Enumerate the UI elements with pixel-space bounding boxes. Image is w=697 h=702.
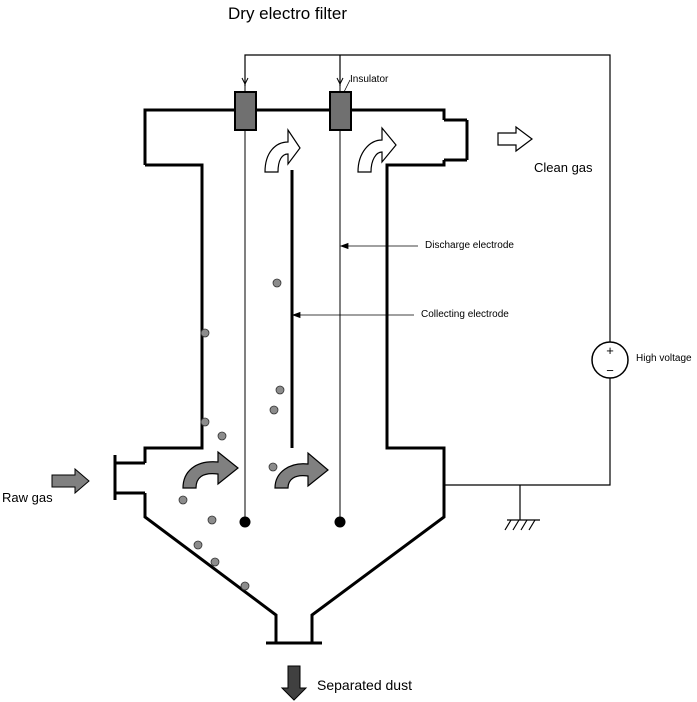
raw-gas-flow-arrow-icon [182, 450, 329, 489]
dust-particle [193, 540, 203, 550]
ground-wire [444, 378, 611, 486]
dust-particle [207, 515, 217, 525]
dust-particle [272, 278, 282, 288]
clean-gas-outlet-arrow-icon [497, 125, 533, 153]
high-voltage-source-icon: + − [591, 341, 629, 379]
supply-wire [244, 54, 611, 342]
insulator-left [234, 91, 257, 131]
raw-gas-inlet-arrow-icon [51, 467, 90, 495]
dust-particle [178, 495, 188, 505]
dust-particle [269, 405, 279, 415]
dust-particle [200, 328, 210, 338]
separated-dust-arrow-icon [280, 665, 308, 701]
separated-dust-label: Separated dust [317, 677, 412, 693]
discharge-electrode-label: Discharge electrode [425, 240, 514, 251]
dust-particles [178, 278, 285, 591]
dust-particle [200, 417, 210, 427]
insulator-label: Insulator [350, 74, 389, 85]
collecting-electrode-label: Collecting electrode [421, 309, 509, 320]
high-voltage-label: High voltage [636, 353, 692, 364]
electrode-weight [334, 516, 346, 528]
insulator-right [329, 91, 352, 131]
dust-particle [217, 431, 227, 441]
clean-gas-flow-arrow-icon [264, 126, 397, 173]
positive-sign: + [606, 343, 614, 358]
lead-arrow-icon [241, 77, 344, 86]
filter-housing [143, 108, 446, 643]
leader-lines [291, 79, 418, 319]
raw-gas-label: Raw gas [2, 490, 53, 505]
dust-particle [275, 385, 285, 395]
electrode-weight [239, 516, 251, 528]
dust-particle [210, 557, 220, 567]
clean-gas-label: Clean gas [534, 160, 593, 175]
dust-particle [268, 462, 278, 472]
diagram-title: Dry electro filter [228, 4, 348, 23]
negative-sign: − [606, 363, 614, 378]
dust-particle [240, 581, 250, 591]
ground-icon [504, 519, 540, 531]
